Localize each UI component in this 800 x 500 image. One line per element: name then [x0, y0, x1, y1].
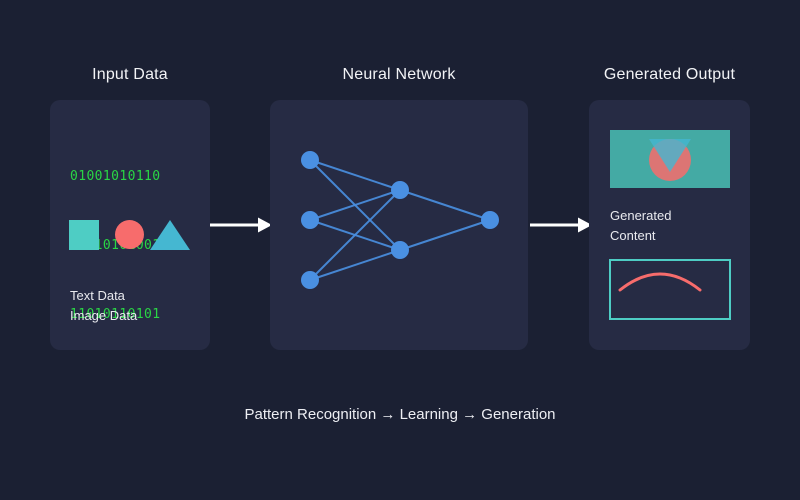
- binary-line: 11010110101: [70, 307, 161, 322]
- generated-output-title: Generated Output: [603, 66, 736, 83]
- nn-edges: [309, 159, 491, 281]
- input-node: [301, 151, 319, 169]
- text-data-label: Text Data: [70, 288, 125, 303]
- input-node: [301, 271, 319, 289]
- nn-nodes: [301, 151, 499, 289]
- neural-network-panel: [270, 100, 528, 350]
- image-data-label: Image Data: [70, 308, 138, 323]
- input-data-panel: 01001010110 10110101001 11010110101 Text…: [50, 100, 210, 350]
- generated-label-line: Content: [610, 228, 656, 243]
- neural-network-graph: [301, 151, 499, 289]
- coral-circle-shape: [115, 220, 144, 249]
- curve-frame: [609, 259, 731, 320]
- generated-output-panel: Generated Content: [589, 100, 750, 350]
- generated-content-label: Generated Content: [610, 206, 671, 246]
- generated-image-thumbnail: [610, 130, 730, 188]
- input-data-title: Input Data: [92, 66, 168, 83]
- generated-triangle-shape: [649, 139, 691, 172]
- flow-arrow-network-to-output: [530, 217, 592, 233]
- arrowhead-icon: [258, 217, 272, 233]
- hidden-node: [391, 241, 409, 259]
- flow-arrow-input-to-network: [210, 217, 272, 233]
- neural-network-title: Neural Network: [342, 66, 456, 83]
- generated-label-line: Generated: [610, 208, 672, 223]
- generated-curve-chart: [609, 259, 731, 320]
- flow-caption: Pattern Recognition → Learning → Generat…: [244, 406, 556, 423]
- teal-square-shape: [69, 220, 99, 250]
- arrowhead-icon: [578, 217, 592, 233]
- generated-curve: [618, 272, 702, 292]
- input-labels: Text Data Image Data: [70, 286, 137, 326]
- input-node: [301, 211, 319, 229]
- binary-line: 01001010110: [70, 169, 161, 184]
- output-node: [481, 211, 499, 229]
- blue-triangle-shape: [150, 220, 190, 250]
- hidden-node: [391, 181, 409, 199]
